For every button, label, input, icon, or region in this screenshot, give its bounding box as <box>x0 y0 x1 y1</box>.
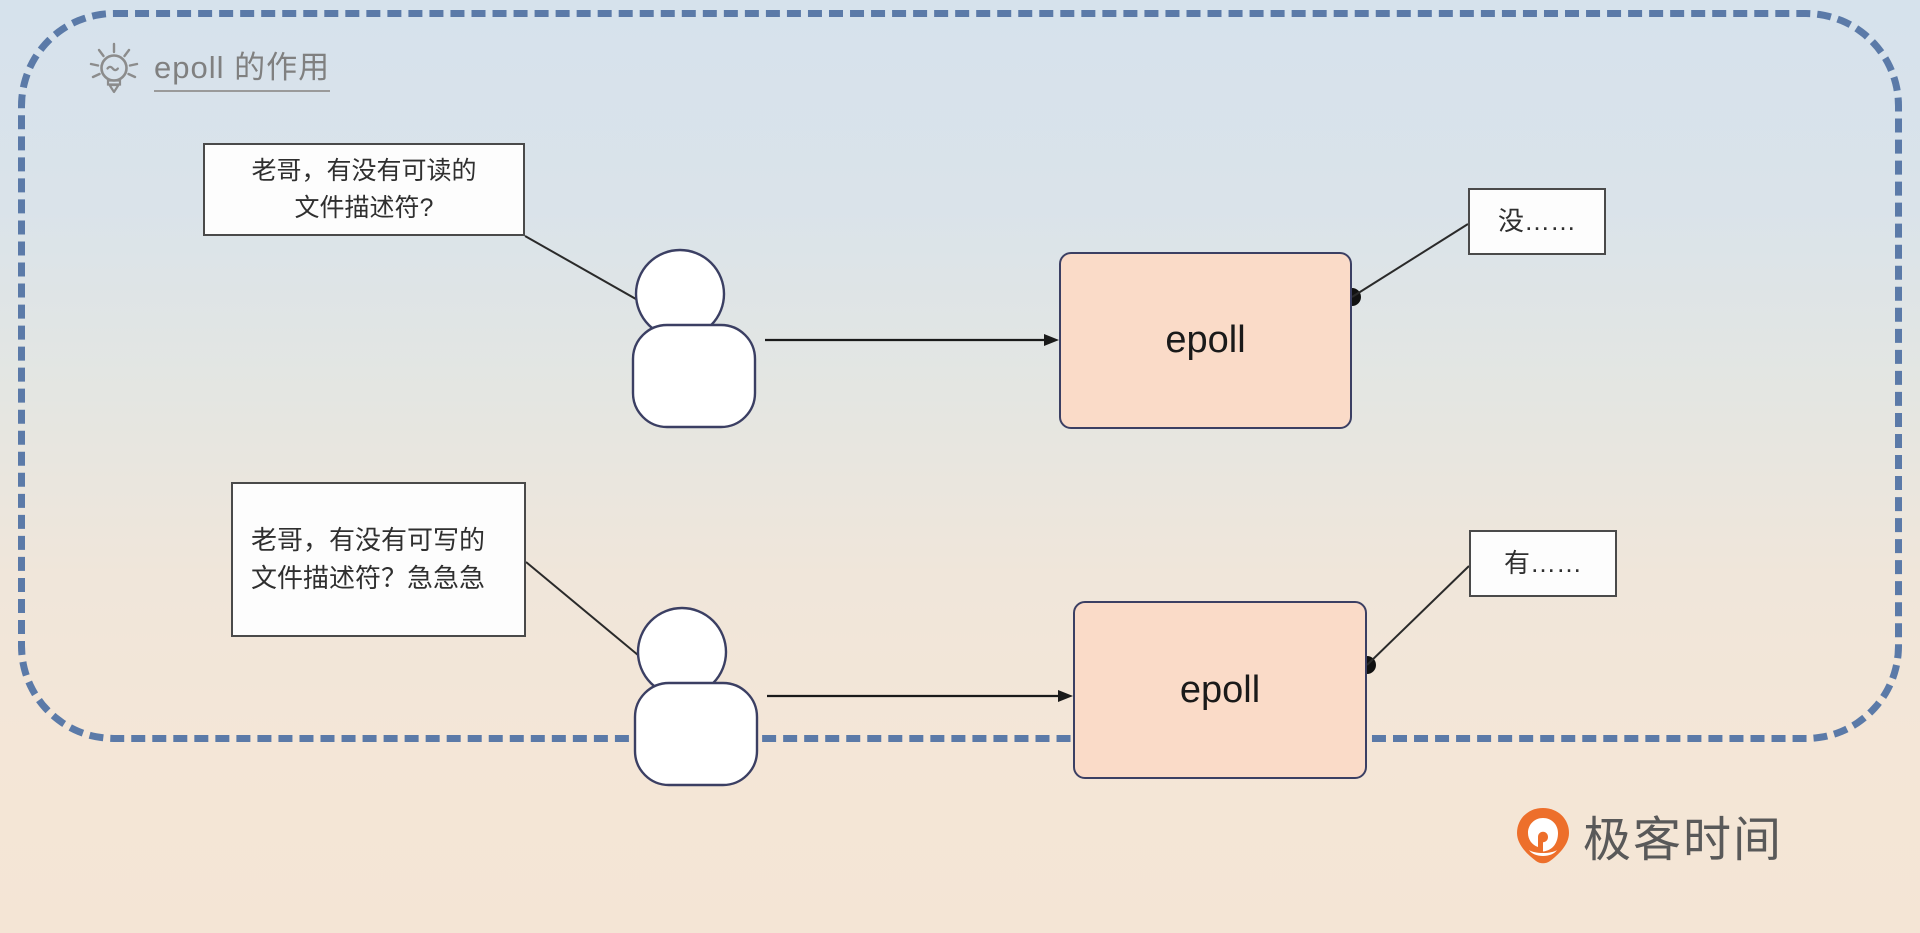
arrowhead-read <box>1044 334 1059 346</box>
epoll-box-label: epoll <box>1165 319 1246 361</box>
brand-logo: 极客时间 <box>1515 800 1783 870</box>
leader-line-reply-yes <box>1366 565 1470 666</box>
slide-title-row: epoll 的作用 <box>88 42 331 100</box>
epoll-box-read: epoll <box>1059 252 1352 429</box>
actor-icon-write <box>633 606 759 787</box>
lightbulb-icon <box>89 42 139 94</box>
speech-bubble-ask-write: 老哥，有没有可写的 文件描述符？急急急 <box>231 482 526 637</box>
reply-bubble-read: 没…… <box>1468 188 1606 255</box>
speech-line-1: 老哥，有没有可读的 <box>251 157 477 186</box>
epoll-box-label: epoll <box>1179 668 1261 711</box>
page-title: epoll 的作用 <box>154 50 331 93</box>
brand-name: 极客时间 <box>1583 814 1784 867</box>
actor-icon-read <box>631 248 757 429</box>
leader-line-reply-no <box>1351 223 1469 298</box>
speech-line-2: 文件描述符？急急急 <box>251 562 486 593</box>
speech-line-1: 老哥，有没有可写的 <box>251 524 486 555</box>
geektime-logo-icon <box>1517 808 1569 864</box>
reply-text: 有…… <box>1503 547 1582 578</box>
speech-line-2: 文件描述符? <box>294 193 434 222</box>
reply-bubble-write: 有…… <box>1469 530 1617 597</box>
arrowhead-write <box>1058 690 1073 702</box>
reply-text: 没…… <box>1497 205 1576 236</box>
speech-bubble-ask-read: 老哥，有没有可读的 文件描述符? <box>203 143 525 236</box>
epoll-box-write: epoll <box>1073 601 1367 779</box>
